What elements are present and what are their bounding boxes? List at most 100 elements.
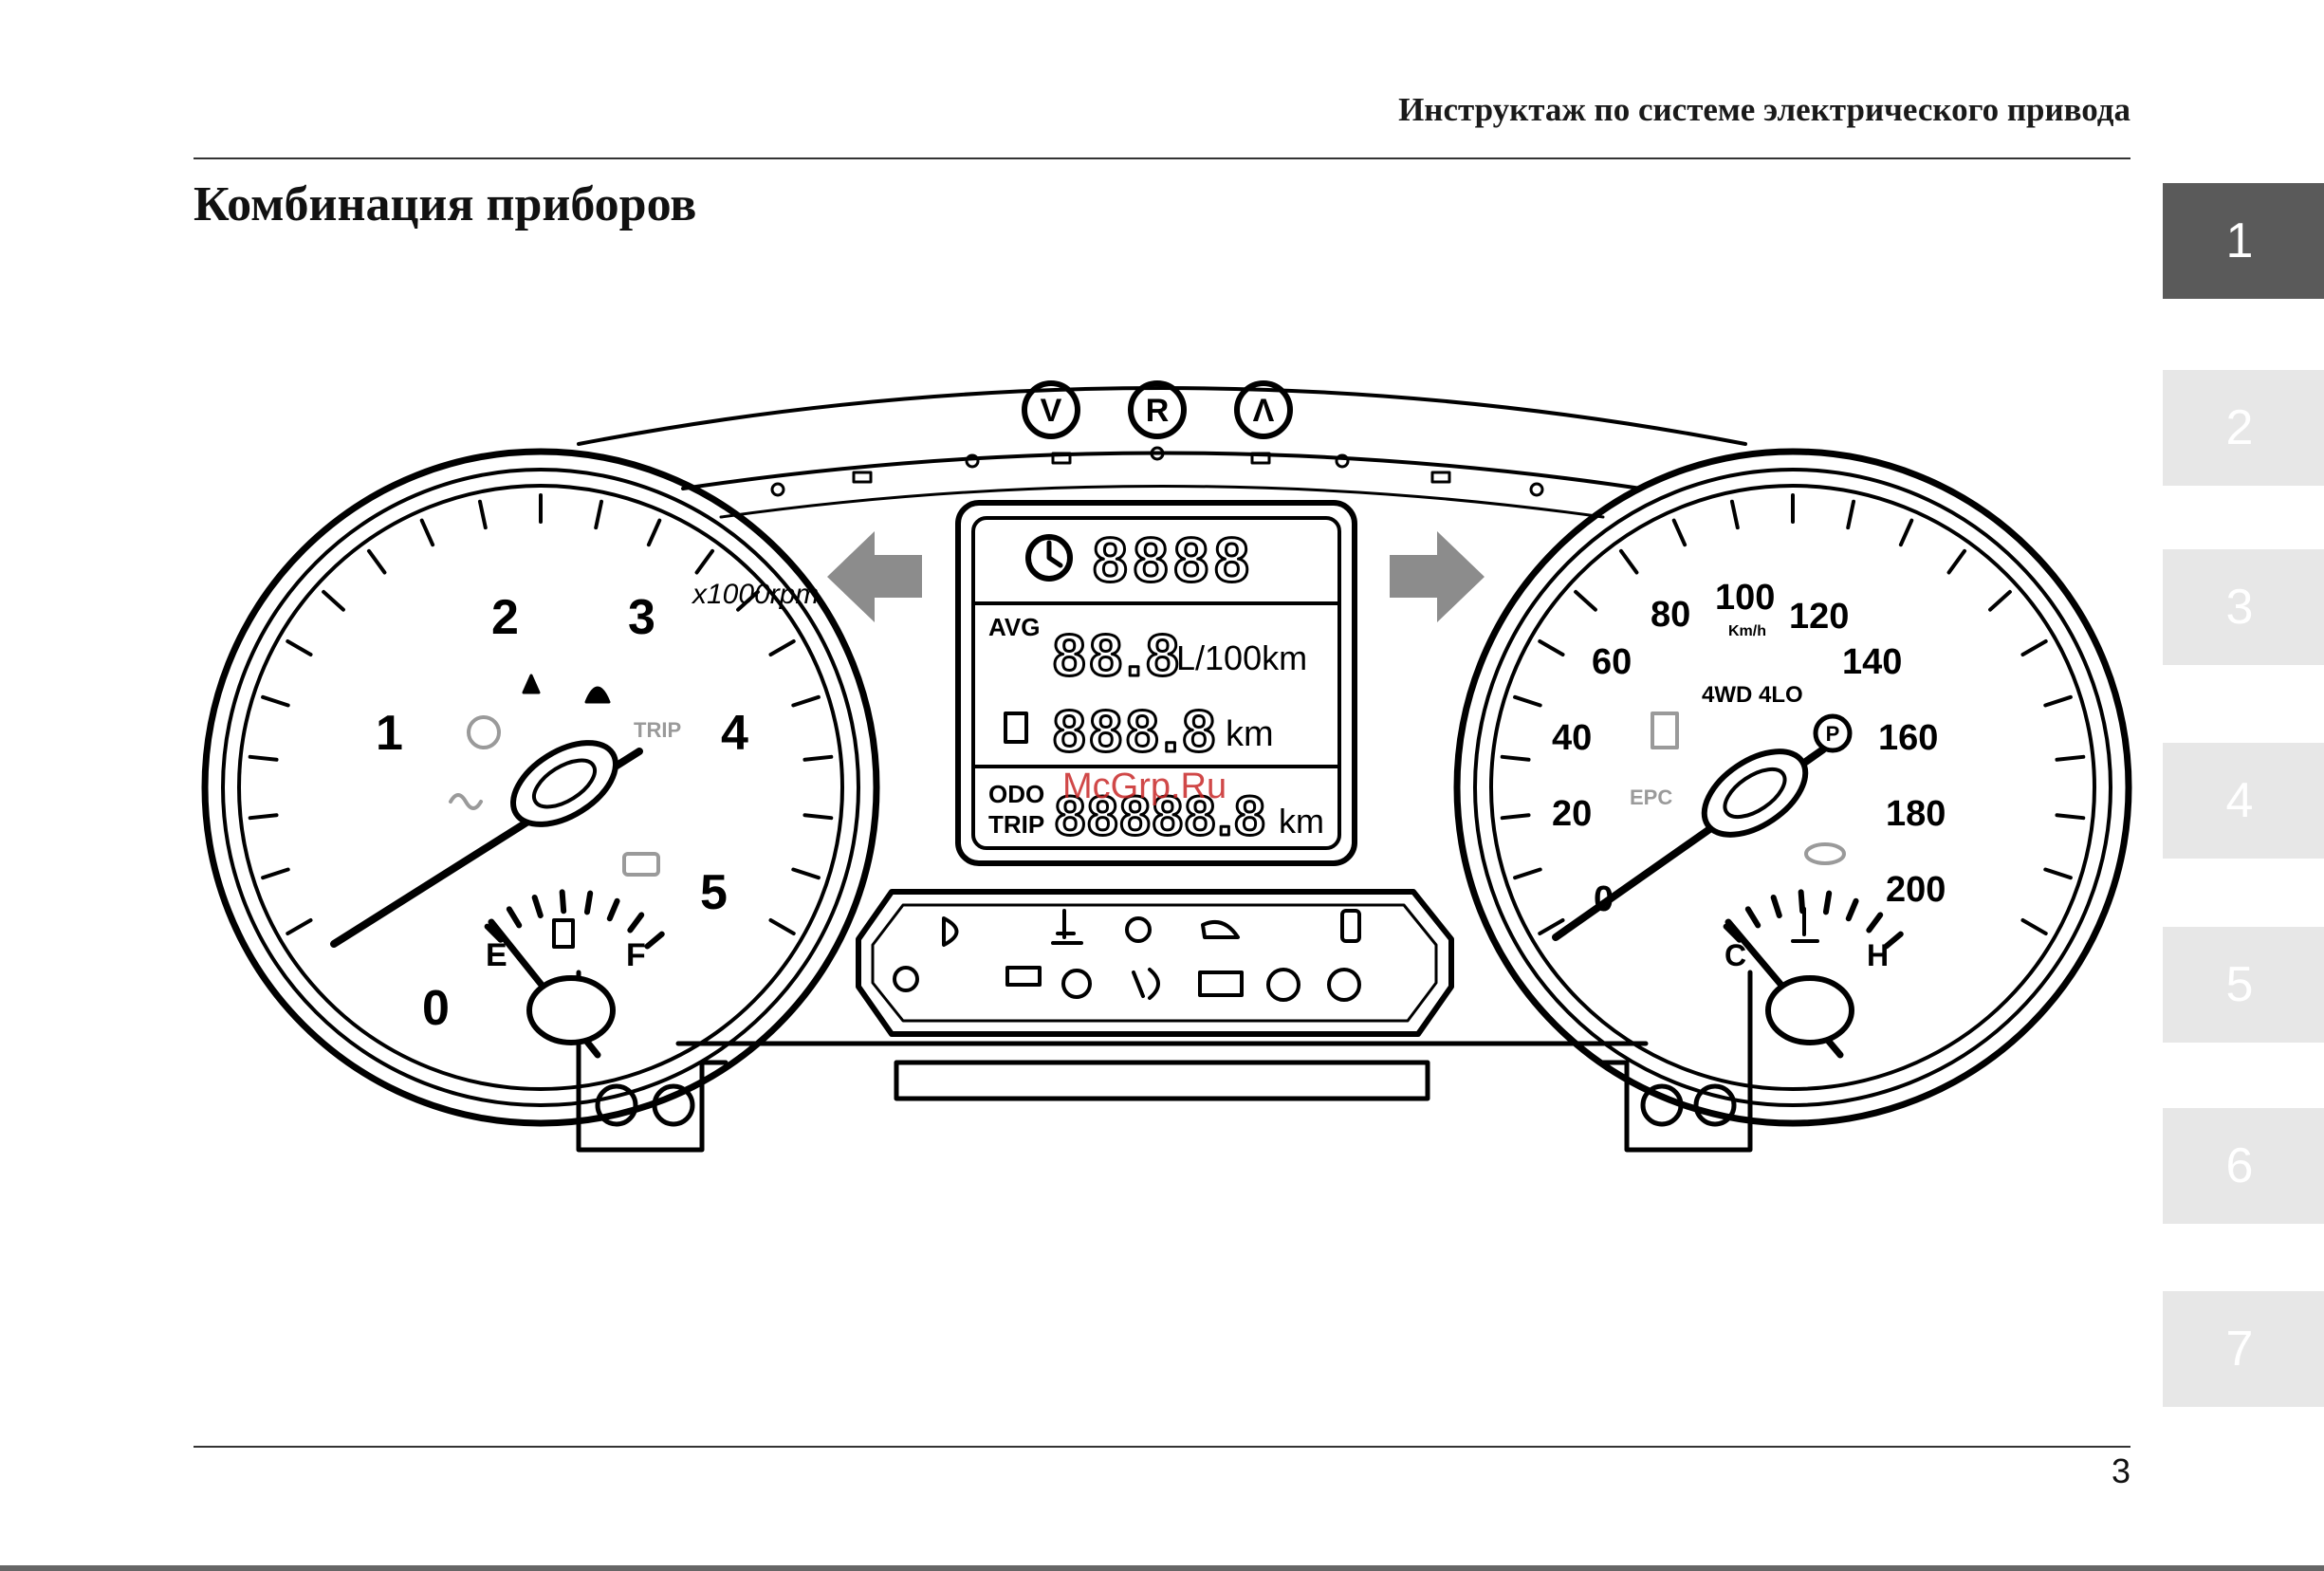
speedo-label-140: 140 — [1842, 642, 1902, 682]
tachometer-tick — [804, 757, 831, 760]
warning-lamps — [895, 911, 1359, 1000]
chapter-tab-label: 1 — [2226, 213, 2254, 269]
chapter-tab-6[interactable]: 6 — [2163, 1108, 2324, 1224]
right-turn-arrow-icon — [1390, 531, 1485, 622]
fuel-gauge-tick — [630, 915, 641, 930]
temp-hot-label: H — [1867, 938, 1889, 972]
speedo-label-40: 40 — [1552, 718, 1592, 758]
scroll-up-label: Λ — [1253, 393, 1275, 429]
speedometer-tick — [1503, 757, 1529, 760]
left-turn-arrow-icon — [827, 531, 922, 622]
tacho-label-2: 2 — [491, 590, 519, 645]
speedo-label-60: 60 — [1592, 642, 1632, 682]
low-fuel-icon — [1652, 713, 1677, 748]
fuel-gauge-tick — [587, 894, 590, 913]
avg-label: AVG — [988, 613, 1040, 641]
speedometer-tick — [1515, 870, 1540, 878]
speedometer-tick — [2045, 870, 2071, 878]
speedometer-tick — [1621, 551, 1636, 573]
speedometer-tick — [2057, 815, 2083, 818]
tachometer-tick — [596, 502, 601, 527]
section-title: Комбинация приборов — [194, 176, 696, 232]
scroll-down-label: V — [1041, 393, 1062, 429]
speedo-label-160: 160 — [1878, 718, 1938, 758]
tachometer-tick — [263, 697, 288, 706]
watermark: McGrp.Ru — [1062, 767, 1227, 807]
fuel-gauge-tick — [509, 909, 519, 925]
chapter-tabs: 1 2 3 4 5 6 7 — [2163, 0, 2324, 1571]
odo-label: ODO — [988, 780, 1044, 808]
speedo-label-100: 100 — [1715, 578, 1775, 618]
chapter-tab-2[interactable]: 2 — [2163, 370, 2324, 486]
chapter-tab-label: 6 — [2226, 1137, 2254, 1194]
tachometer-tick — [697, 551, 712, 573]
tachometer-tick — [793, 870, 819, 878]
chapter-tab-4[interactable]: 4 — [2163, 743, 2324, 859]
chapter-tab-label: 7 — [2226, 1321, 2254, 1377]
tachometer-tick — [804, 815, 831, 818]
tachometer-tick — [770, 641, 793, 655]
speedometer-tick — [1576, 592, 1595, 610]
trip-label: TRIP — [988, 810, 1044, 839]
clock-hand-icon — [1049, 543, 1061, 565]
speedometer-tick — [1901, 521, 1911, 545]
temp-gauge-tick — [1774, 897, 1780, 915]
chapter-tab-3[interactable]: 3 — [2163, 549, 2324, 665]
consumption-digits: 88.8 — [1053, 623, 1183, 689]
tachometer-unit-label: x1000rpm — [691, 579, 819, 610]
tachometer-tick — [770, 920, 793, 933]
speedometer-tick — [1732, 502, 1738, 527]
temp-gauge-tick — [1849, 901, 1856, 918]
tacho-label-5: 5 — [700, 865, 728, 920]
range-digits: 888.8 — [1053, 699, 1219, 765]
tachometer-tick — [793, 697, 819, 706]
chapter-tab-5[interactable]: 5 — [2163, 927, 2324, 1043]
airbag-icon — [895, 968, 917, 990]
speedometer-tick — [1949, 551, 1964, 573]
fuel-pump-icon — [1005, 713, 1026, 742]
tachometer-tick — [287, 641, 310, 655]
check-engine-icon — [624, 854, 658, 875]
stability-control-icon — [1806, 844, 1844, 863]
tachometer-gauge: x1000rpm 0 1 2 3 4 5 TRIP E F — [205, 452, 876, 1123]
speedometer-tick — [2022, 641, 2045, 655]
glow-plug-icon — [451, 795, 481, 808]
temp-gauge-tick — [1826, 894, 1829, 913]
tachometer-tick — [263, 870, 288, 878]
chapter-tab-1[interactable]: 1 — [2163, 183, 2324, 299]
tachometer-tick — [369, 551, 384, 573]
fuel-gauge: E F — [486, 892, 662, 1055]
page-bottom-edge — [0, 1565, 2324, 1571]
fuel-pump-gauge-icon — [554, 920, 573, 947]
speedometer-tick — [1515, 697, 1540, 706]
tachometer-tick — [287, 920, 310, 933]
temp-gauge-tick — [1801, 892, 1802, 911]
central-lcd-display: 8888 AVG 88.8 L/100km 888.8 km ODO TRIP … — [958, 503, 1355, 863]
chapter-tab-label: 3 — [2226, 579, 2254, 636]
coolant-temp-icon — [1793, 909, 1817, 941]
oil-pressure-icon — [1203, 922, 1238, 937]
brake-warning-icon — [1329, 970, 1359, 1000]
page-number: 3 — [2087, 1451, 2130, 1491]
speedo-label-120: 120 — [1789, 597, 1849, 637]
coolant-icon — [1053, 911, 1081, 943]
footer-rule — [194, 1446, 2130, 1448]
chapter-tab-7[interactable]: 7 — [2163, 1291, 2324, 1407]
door-open-icon — [1342, 911, 1359, 941]
speedo-label-180: 180 — [1886, 794, 1946, 834]
speedometer-tick — [1848, 502, 1854, 527]
speedo-label-20: 20 — [1552, 794, 1592, 834]
tacho-label-0: 0 — [422, 981, 450, 1036]
chapter-tab-label: 4 — [2226, 772, 2254, 829]
trip-indicator-label: TRIP — [634, 718, 681, 742]
front-fog-icon — [1134, 970, 1158, 998]
fuel-gauge-tick — [647, 934, 661, 947]
consumption-unit: L/100km — [1176, 638, 1307, 677]
speedometer-tick — [1674, 521, 1685, 545]
tachometer-tick — [250, 757, 277, 760]
temp-hub — [1768, 978, 1852, 1043]
speedometer-tick — [1540, 641, 1562, 655]
tachometer-tick — [323, 592, 343, 610]
fuel-hub — [529, 978, 613, 1043]
tire-pressure-icon — [469, 717, 499, 748]
